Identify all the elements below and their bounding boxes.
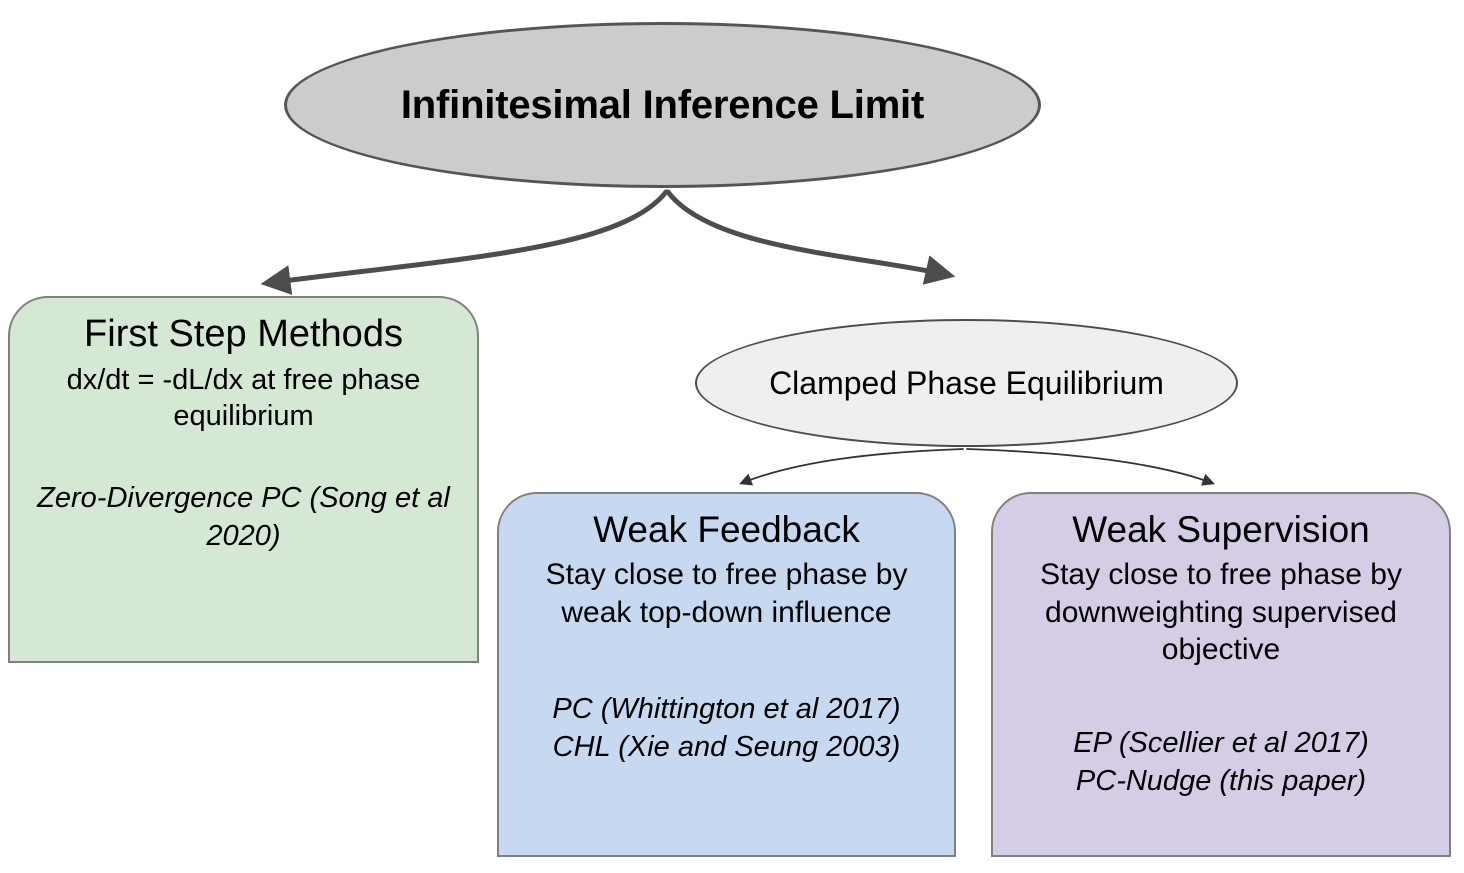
node-title: Weak Feedback (593, 509, 860, 550)
node-title: First Step Methods (84, 313, 403, 355)
node-infinitesimal-inference-limit[interactable]: Infinitesimal Inference Limit (284, 22, 1041, 188)
reference-line: Zero-Divergence PC (Song et al 2020) (37, 482, 450, 552)
reference-line: CHL (Xie and Seung 2003) (552, 731, 901, 764)
node-references: PC (Whittington et al 2017) CHL (Xie and… (552, 691, 900, 766)
edge-root-to-clamped (665, 189, 956, 285)
node-weak-feedback[interactable]: Weak Feedback Stay close to free phase b… (497, 492, 956, 857)
node-title: Infinitesimal Inference Limit (400, 83, 925, 127)
edge-clamped-to-weak-supervision (966, 448, 1215, 486)
node-title: Clamped Phase Equilibrium (769, 364, 1164, 401)
reference-line: PC (Whittington et al 2017) (552, 693, 901, 726)
reference-line: EP (Scellier et al 2017) (1073, 726, 1369, 759)
node-title: Weak Supervision (1072, 509, 1370, 550)
node-description: Stay close to free phase by downweightin… (1040, 558, 1402, 667)
node-description: Stay close to free phase by weak top-dow… (545, 558, 908, 629)
edge-clamped-to-weak-feedback (739, 448, 964, 486)
node-clamped-phase-equilibrium[interactable]: Clamped Phase Equilibrium (695, 319, 1238, 447)
node-first-step-methods[interactable]: First Step Methods dx/dt = -dL/dx at fre… (8, 296, 479, 663)
node-references: EP (Scellier et al 2017) PC-Nudge (this … (1073, 725, 1369, 800)
node-description: dx/dt = -dL/dx at free phase equilibrium (66, 363, 421, 432)
reference-line: PC-Nudge (this paper) (1075, 764, 1367, 797)
edge-root-to-first-step (260, 189, 669, 295)
node-references: Zero-Divergence PC (Song et al 2020) (26, 480, 461, 555)
node-weak-supervision[interactable]: Weak Supervision Stay close to free phas… (991, 492, 1451, 857)
